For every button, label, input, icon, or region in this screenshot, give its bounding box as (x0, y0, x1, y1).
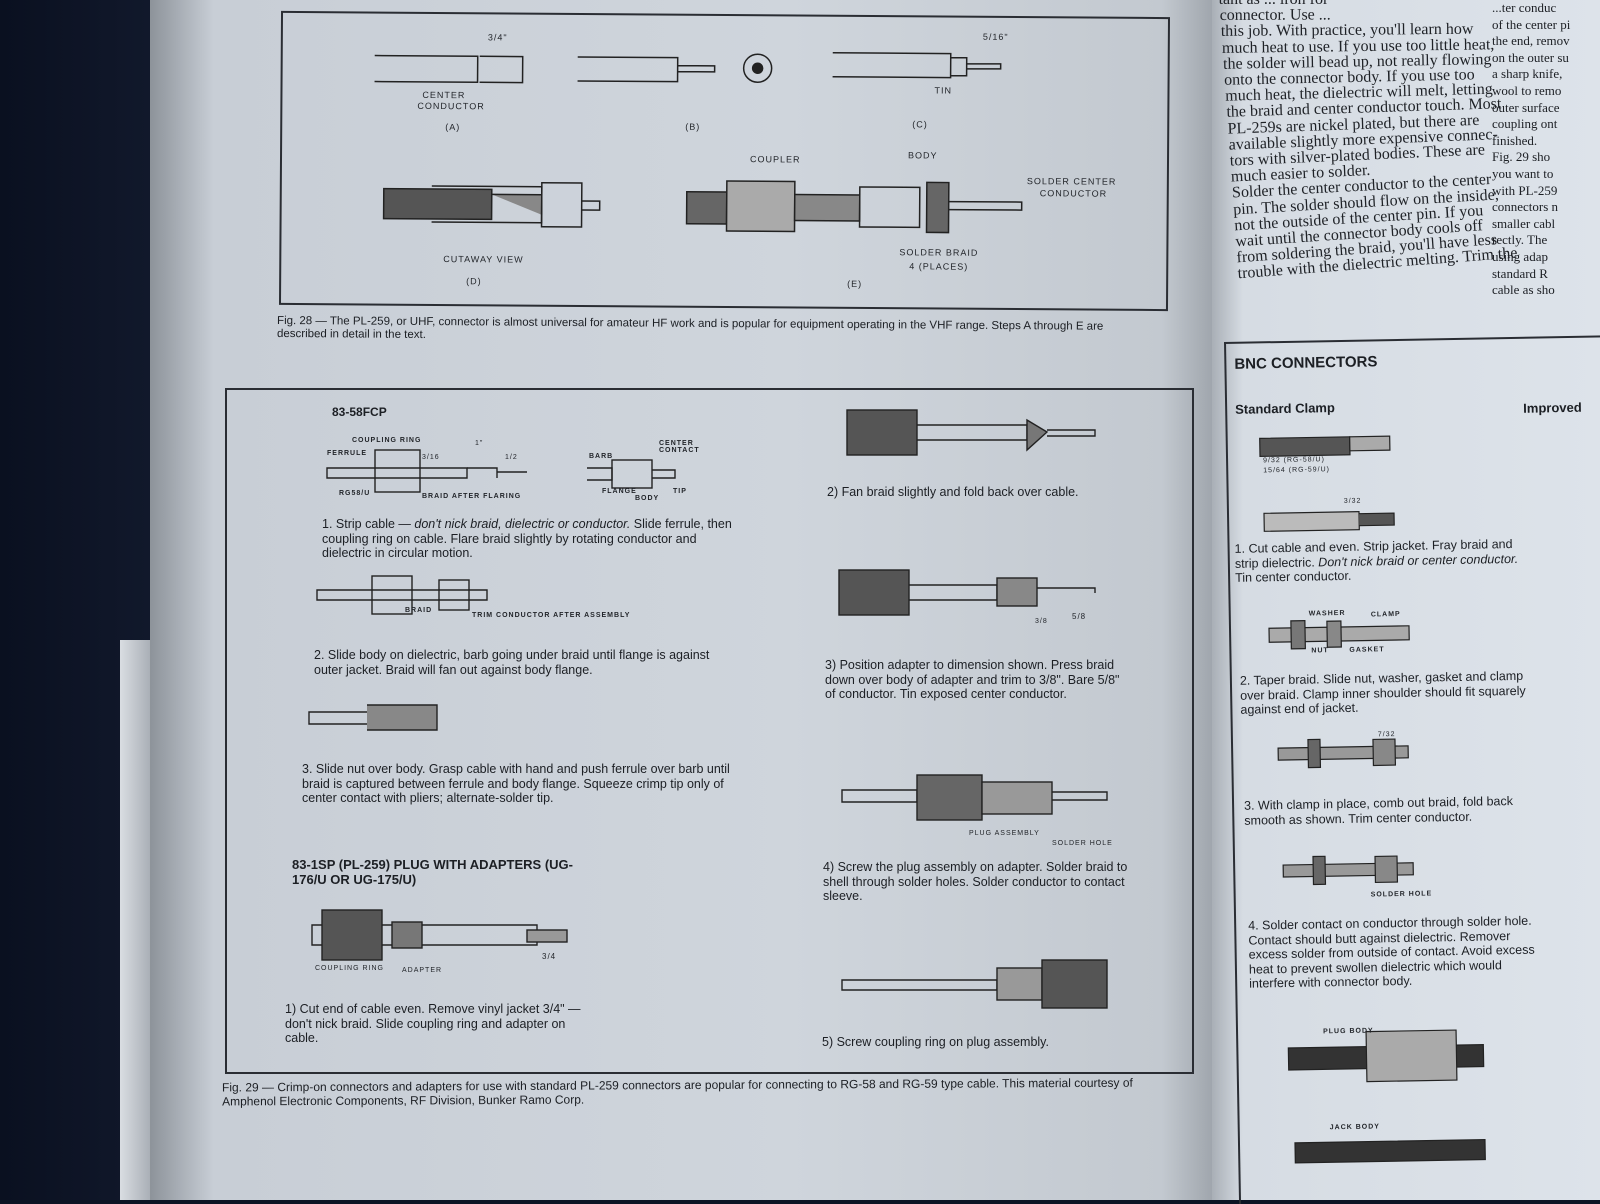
fig29-caption: Fig. 29 — Crimp-on connectors and adapte… (221, 1075, 1133, 1109)
fig29-r1: 1) Cut end of cable even. Remove vinyl j… (285, 1002, 581, 1045)
label-ferrule: FERRULE (327, 450, 368, 457)
fig29-step2: 2. Slide body on dielectric, barb going … (314, 648, 710, 677)
edge-text-line: using adap (1492, 248, 1548, 264)
bnc-drawings (1259, 435, 1486, 1164)
label-braid: BRAID (405, 607, 433, 614)
edge-text-line: you want to (1492, 165, 1554, 181)
edge-text-line: of the center pi (1492, 16, 1571, 32)
edge-text-line: Fig. 29 sho (1492, 149, 1551, 165)
label-solder-hole: SOLDER HOLE (1052, 840, 1113, 847)
label-braid-after-flaring: BRAID AFTER FLARING (422, 493, 522, 500)
step1-emphasis: don't nick braid, dielectric or conducto… (414, 517, 631, 531)
bnc-step1-text-rest: Tin center conductor. (1234, 568, 1352, 585)
fig29-step1: 1. Strip cable — don't nick braid, diele… (322, 517, 742, 561)
fig28-label-tin: TIN (934, 85, 953, 96)
fig28-box: 3/4" CENTER CONDUCTOR (A) (B) 5/16" TIN … (278, 10, 1171, 312)
edge-text-line: ...ter conduc (1492, 0, 1557, 15)
fig29-r5: 5) Screw coupling ring on plug assembly. (822, 1035, 1049, 1049)
edge-text-line: a sharp knife, (1492, 66, 1563, 82)
fig28-label-d: (D) (466, 276, 482, 287)
edge-text-line: rectly. The (1492, 232, 1548, 248)
label-dim-12: 1/2 (505, 454, 518, 461)
edge-text-line: on the outer su (1492, 49, 1569, 65)
fig28-label-center: CENTER (422, 89, 466, 101)
fig29-r4: 4) Screw the plug assembly on adapter. S… (823, 860, 1128, 903)
bnc-step3: 3. With clamp in place, comb out braid, … (1243, 794, 1514, 828)
fig28-drawings (374, 52, 1023, 234)
bnc-label-332: 3/32 (1343, 497, 1362, 505)
bnc-label-gasket: GASKET (1349, 646, 1385, 654)
edge-text-line: standard R (1492, 265, 1548, 281)
label-rg58u: RG58/U (339, 490, 371, 497)
fig28-label-conductor-e: CONDUCTOR (1039, 188, 1108, 199)
edge-text-line: with PL-259 (1492, 182, 1558, 198)
fig28-label-conductor: CONDUCTOR (417, 100, 485, 112)
bnc-label-rg59: 15/64 (RG-59/U) (1263, 466, 1331, 475)
label-body: BODY (635, 495, 660, 502)
bnc-step2: 2. Taper braid. Slide nut, washer, gaske… (1239, 668, 1526, 717)
bnc-label-solder-hole: SOLDER HOLE (1370, 890, 1433, 899)
fig28-label-e: (E) (847, 278, 863, 289)
bnc-label-clamp: CLAMP (1370, 610, 1401, 619)
step1-text-rest: Slide ferrule, then coupling ring on cab… (322, 517, 732, 560)
edge-text-line: coupling ont (1492, 116, 1558, 132)
fig28-label-body: BODY (908, 150, 938, 161)
fig29-box: 83-58FCP COUPLING RING FERRULE RG58/U BR… (225, 388, 1194, 1074)
label-plug-assembly: PLUG ASSEMBLY (969, 830, 1040, 837)
label-trim-conductor: TRIM CONDUCTOR AFTER ASSEMBLY (472, 612, 631, 619)
fig28-dim-a: 3/4" (487, 32, 508, 43)
edge-text-line: outer surface (1492, 99, 1560, 115)
fig29-step3: 3. Slide nut over body. Grasp cable with… (302, 762, 730, 805)
label-dim-58: 5/8 (1072, 612, 1087, 621)
label-coupling-ring-2: COUPLING RING (315, 965, 385, 972)
label-flange: FLANGE (602, 488, 637, 495)
fig28-dim-c: 5/16" (982, 31, 1009, 42)
step1-text: 1. Strip cable — (322, 517, 415, 531)
bnc-label-plug-body: PLUG BODY (1322, 1027, 1374, 1036)
fig28-label-solder-braid: SOLDER BRAID (899, 247, 979, 258)
bnc-label-washer: WASHER (1308, 609, 1346, 618)
bnc-step1-emphasis: Don't nick braid or center conductor. (1318, 551, 1519, 569)
edge-text-line: connectors n (1492, 199, 1559, 215)
label-dim-38: 3/8 (1035, 618, 1048, 625)
bnc-box: BNC CONNECTORS Standard Clamp Improved 9… (1224, 334, 1600, 1204)
label-coupling-ring: COUPLING RING (352, 437, 422, 444)
part-83-1sp-heading: 83-1SP (PL-259) PLUG WITH ADAPTERS (UG-1… (292, 857, 573, 887)
fig29-r3: 3) Position adapter to dimension shown. … (825, 658, 1120, 701)
fig28-label-places: 4 (PLACES) (909, 261, 969, 272)
fig28-label-cutaway: CUTAWAY VIEW (443, 254, 524, 265)
label-dim-34: 3/4 (542, 952, 557, 961)
fig28-label-a: (A) (445, 122, 461, 133)
edge-text-line: wool to remo (1492, 82, 1562, 98)
fig28-label-c: (C) (912, 119, 928, 130)
right-page-body-text: tant as ... iron forconnector. Use ...th… (1218, 0, 1528, 283)
label-adapter: ADAPTER (402, 967, 443, 974)
bnc-label-732: 7/32 (1377, 731, 1396, 739)
edge-text-line: finished. (1492, 132, 1538, 148)
fig29-r2: 2) Fan braid slightly and fold back over… (827, 485, 1079, 499)
edge-text-line: smaller cabl (1492, 215, 1556, 231)
bnc-label-nut: NUT (1311, 647, 1329, 655)
label-center-contact: CENTER CONTACT (659, 440, 700, 454)
label-dim-1in: 1" (475, 440, 484, 447)
right-page (1212, 0, 1600, 1200)
edge-text-line: the end, remov (1492, 33, 1570, 49)
label-tip: TIP (673, 488, 687, 495)
fig28-label-b: (B) (685, 121, 701, 132)
bnc-label-jack-body: JACK BODY (1329, 1123, 1381, 1132)
bnc-step1: 1. Cut cable and even. Strip jacket. Fra… (1234, 537, 1535, 586)
edge-text-line: cable as sho (1492, 282, 1555, 298)
label-barb: BARB (589, 453, 614, 460)
fig29-drawings (308, 409, 1108, 1009)
fig28-label-coupler: COUPLER (749, 154, 801, 165)
part-83-58fcp-heading: 83-58FCP (332, 405, 387, 419)
fig28-label-solder-center: SOLDER CENTER (1026, 176, 1117, 187)
label-dim-316: 3/16 (422, 454, 440, 461)
bnc-step4: 4. Solder contact on conductor through s… (1248, 913, 1535, 991)
bnc-label-rg58: 9/32 (RG-58/U) (1263, 456, 1325, 465)
